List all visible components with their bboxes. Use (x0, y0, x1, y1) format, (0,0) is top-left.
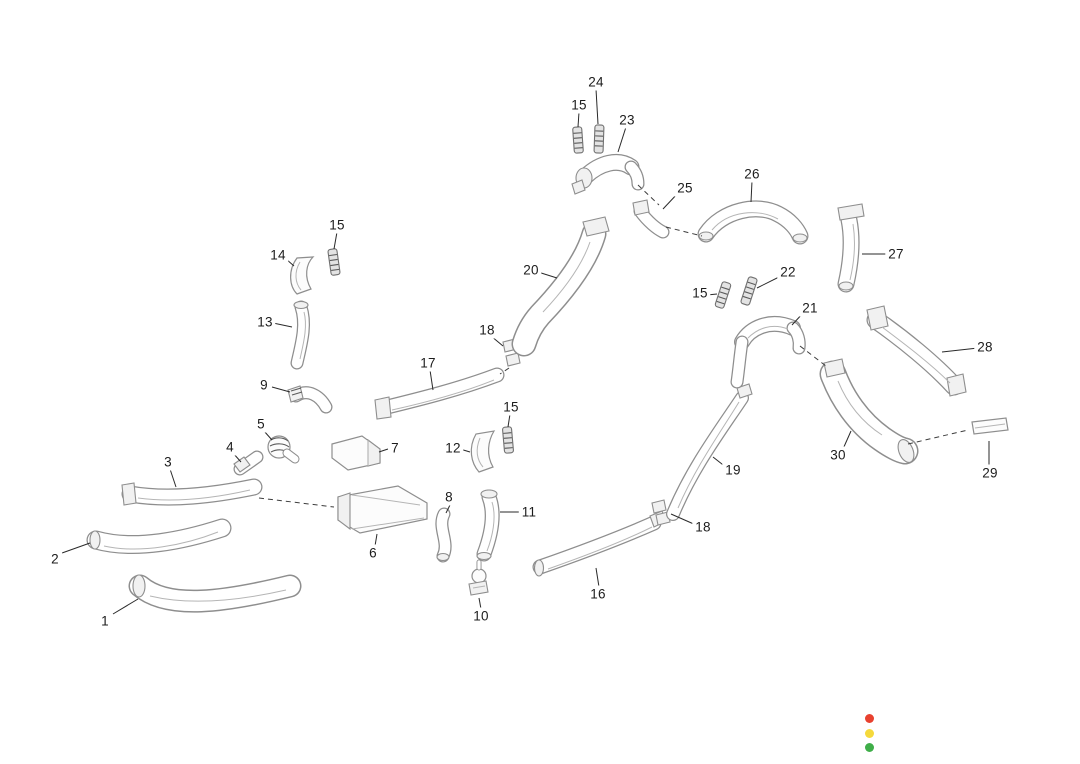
part-30[interactable] (819, 358, 919, 465)
callout-13[interactable]: 13 (254, 313, 276, 331)
part-2[interactable] (86, 518, 232, 554)
part-5[interactable] (267, 435, 300, 464)
callout-9[interactable]: 9 (257, 376, 271, 394)
part-28[interactable] (866, 305, 967, 397)
part-29[interactable] (971, 417, 1009, 435)
callout-5[interactable]: 5 (254, 415, 268, 433)
part-15-seal-4[interactable] (714, 281, 732, 309)
callout-22[interactable]: 22 (777, 263, 799, 281)
status-dot-green-icon (865, 743, 874, 752)
callout-7[interactable]: 7 (388, 439, 402, 457)
callout-30[interactable]: 30 (827, 446, 849, 464)
callout-15-2[interactable]: 15 (568, 96, 590, 114)
callout-15-3[interactable]: 15 (500, 398, 522, 416)
part-26[interactable] (697, 200, 809, 245)
assembly-dashed-lines (258, 184, 969, 508)
status-dot-red-icon (865, 714, 874, 723)
callout-27[interactable]: 27 (885, 245, 907, 263)
callout-24[interactable]: 24 (585, 73, 607, 91)
part-15-seal-1[interactable] (327, 248, 341, 276)
part-24[interactable] (593, 124, 605, 154)
part-19[interactable] (666, 383, 753, 521)
callout-14[interactable]: 14 (267, 246, 289, 264)
callout-leader-lines (61, 88, 990, 615)
part-15-seal-2[interactable] (572, 126, 584, 154)
part-9[interactable] (287, 385, 333, 414)
part-16[interactable] (532, 510, 667, 577)
callout-20[interactable]: 20 (520, 261, 542, 279)
part-20[interactable] (511, 216, 610, 357)
part-14[interactable] (290, 256, 315, 295)
part-27[interactable] (837, 203, 865, 293)
callout-11[interactable]: 11 (518, 503, 540, 521)
callout-15-1[interactable]: 15 (326, 216, 348, 234)
part-4[interactable] (233, 450, 264, 476)
part-17[interactable] (374, 367, 505, 420)
callout-15-4[interactable]: 15 (689, 284, 711, 302)
part-13[interactable] (290, 300, 310, 370)
callout-21[interactable]: 21 (799, 299, 821, 317)
part-1[interactable] (128, 574, 302, 613)
callout-1[interactable]: 1 (98, 612, 112, 630)
callout-2[interactable]: 2 (48, 550, 62, 568)
part-3[interactable] (121, 478, 263, 506)
status-dot-yellow-icon (865, 729, 874, 738)
part-23[interactable] (571, 153, 645, 195)
callout-16[interactable]: 16 (587, 585, 609, 603)
callout-8[interactable]: 8 (442, 488, 456, 506)
callout-19[interactable]: 19 (722, 461, 744, 479)
callout-4[interactable]: 4 (223, 438, 237, 456)
part-6[interactable] (337, 485, 428, 534)
callout-26[interactable]: 26 (741, 165, 763, 183)
part-10[interactable] (468, 559, 489, 596)
callout-23[interactable]: 23 (616, 111, 638, 129)
callout-12[interactable]: 12 (442, 439, 464, 457)
part-25[interactable] (632, 199, 670, 239)
part-7[interactable] (331, 435, 381, 471)
part-15-seal-3[interactable] (502, 426, 514, 454)
part-8[interactable] (435, 507, 452, 563)
part-21[interactable] (730, 316, 806, 389)
callout-18-2[interactable]: 18 (692, 518, 714, 536)
callout-28[interactable]: 28 (974, 338, 996, 356)
callout-18-1[interactable]: 18 (476, 321, 498, 339)
callout-3[interactable]: 3 (161, 453, 175, 471)
callout-25[interactable]: 25 (674, 179, 696, 197)
part-22[interactable] (740, 276, 758, 306)
part-12[interactable] (470, 430, 496, 473)
callout-10[interactable]: 10 (470, 607, 492, 625)
part-11[interactable] (476, 489, 500, 562)
callout-17[interactable]: 17 (417, 354, 439, 372)
callout-29[interactable]: 29 (979, 464, 1001, 482)
callout-6[interactable]: 6 (366, 544, 380, 562)
